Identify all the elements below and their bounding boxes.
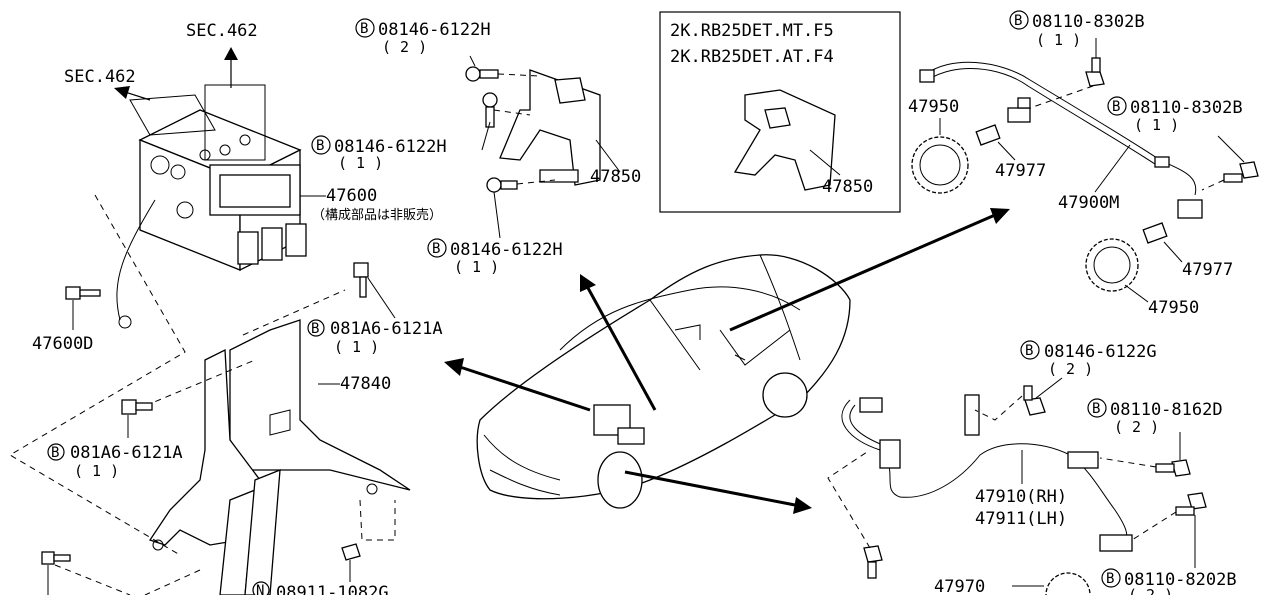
bolt-081A6-qty-2: ( 1 )	[74, 462, 119, 480]
bolt-08110-8302B-qty-2: ( 1 )	[1134, 116, 1179, 134]
part-47910-label: 47910(RH)	[975, 487, 1067, 507]
variant-line-2: 2K.RB25DET.AT.F4	[670, 47, 834, 67]
bolt-08146-6122G-qty: ( 2 )	[1048, 360, 1093, 378]
bolt-08146-qty-3: ( 1 )	[454, 258, 499, 276]
bolt-08110-8162D-qty: ( 2 )	[1114, 418, 1159, 436]
bracket-47850-variant-drawing	[733, 89, 836, 191]
bolt-prefix-icon: B	[1092, 401, 1100, 417]
bolt-icon	[121, 399, 153, 415]
pointer-arrow	[624, 470, 812, 514]
bolt-08146-qty-2: ( 1 )	[338, 154, 383, 172]
variant-box	[659, 11, 901, 213]
bolt-icon	[1023, 385, 1046, 416]
bolt-prefix-icon: B	[360, 21, 368, 37]
nut-08911-label: 08911-1082G	[276, 583, 389, 595]
bolt-08146-label-3: 08146-6122H	[450, 240, 563, 260]
bolt-08146-6122G-label: 08146-6122G	[1044, 342, 1157, 362]
pointer-arrow	[580, 274, 657, 411]
front-sensor-drawing	[841, 394, 1133, 552]
bolt-icon	[482, 92, 498, 128]
bolt-icon	[1155, 459, 1191, 477]
pointer-arrow	[444, 358, 591, 412]
car-drawing	[476, 254, 851, 509]
bolt-08146-label-1: 08146-6122H	[378, 20, 491, 40]
bolt-08110-8202B-label: 08110-8202B	[1124, 570, 1237, 590]
bracket-47850-drawing	[499, 69, 601, 186]
part-47911-label: 47911(LH)	[975, 509, 1067, 529]
bolt-icon	[1175, 492, 1207, 516]
part-47977-label-1: 47977	[995, 161, 1046, 181]
variant-line-1: 2K.RB25DET.MT.F5	[670, 21, 834, 41]
sensor-rotor-icon	[1045, 572, 1091, 595]
bolt-081A6-label-2: 081A6-6121A	[70, 443, 183, 463]
bolt-prefix-icon: B	[1025, 343, 1033, 359]
bolt-08110-8302B-label-1: 08110-8302B	[1032, 12, 1145, 32]
bolt-icon	[353, 262, 369, 298]
sensor-rod-icon	[975, 124, 1001, 146]
bolt-08146-label-2: 08146-6122H	[334, 137, 447, 157]
part-47850-variant-label: 47850	[822, 177, 873, 197]
bolt-prefix-icon: B	[1106, 571, 1114, 587]
sensor-rod-icon	[1142, 222, 1168, 244]
part-47600D-label: 47600D	[32, 334, 93, 354]
bolt-icon	[1085, 57, 1105, 87]
sec-arrow-up	[224, 47, 238, 88]
bolt-icon	[41, 551, 71, 565]
pointer-arrow	[729, 208, 1010, 332]
bolt-icon	[486, 177, 518, 193]
bolt-prefix-icon: B	[311, 321, 319, 337]
bolt-icon	[1223, 161, 1259, 183]
bolt-08110-8302B-qty-1: ( 1 )	[1036, 31, 1081, 49]
part-47950-label-2: 47950	[1148, 298, 1199, 318]
abs-actuator-drawing	[116, 84, 307, 329]
part-47900M-label: 47900M	[1058, 193, 1119, 213]
bolt-prefix-icon: B	[1112, 99, 1120, 115]
part-47600-note: （構成部品は非販売）	[312, 207, 442, 223]
bolt-081A6-qty-1: ( 1 )	[334, 338, 379, 356]
bolt-icon	[465, 66, 499, 82]
bolt-prefix-icon: B	[1014, 13, 1022, 29]
sec-462-top-label: SEC.462	[186, 21, 258, 41]
bolt-08146-qty-1: ( 2 )	[382, 38, 427, 56]
nut-prefix-icon: N	[256, 583, 264, 595]
part-47977-label-2: 47977	[1182, 260, 1233, 280]
part-47600-label: 47600	[326, 186, 377, 206]
bolt-prefix-icon: B	[432, 241, 440, 257]
bolt-prefix-icon: B	[51, 445, 59, 461]
part-47840-label: 47840	[340, 374, 391, 394]
part-47970-label: 47970	[934, 577, 985, 595]
bolt-08110-8162D-label: 08110-8162D	[1110, 400, 1223, 420]
bolt-icon	[863, 545, 883, 579]
bolt-prefix-icon: B	[316, 138, 324, 154]
part-47850-label: 47850	[590, 167, 641, 187]
nut-icon	[341, 543, 361, 561]
bolt-08110-8202B-qty: ( 2 )	[1128, 586, 1173, 595]
part-47950-label-1: 47950	[908, 97, 959, 117]
bracket-47840-drawing	[148, 319, 411, 595]
bolt-081A6-label-1: 081A6-6121A	[330, 319, 443, 339]
bolt-icon	[65, 286, 101, 300]
bolt-08110-8302B-label-2: 08110-8302B	[1130, 98, 1243, 118]
sec-arrow-left	[114, 86, 151, 101]
rear-harness-drawing	[919, 61, 1203, 219]
sec-462-left-label: SEC.462	[64, 67, 136, 87]
